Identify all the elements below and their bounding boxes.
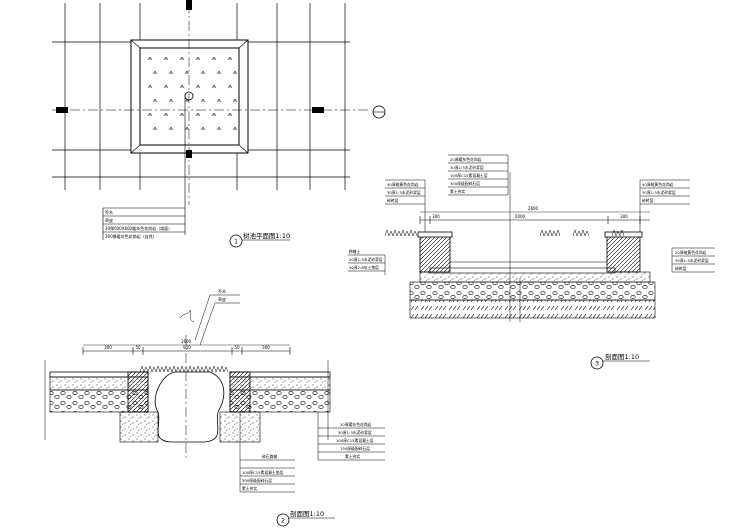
grass-tuft (200, 70, 206, 75)
plan-callout-3: 30厚600X600暖灰色花岗岩（烧面） (105, 225, 172, 231)
s3-side-right-1: 20厚暗黄色花岗岩 (675, 250, 707, 255)
grass-tuft (211, 112, 217, 117)
s3-title: 剖面图1:10 (605, 352, 639, 361)
plan-callout-1: 乔木 (105, 209, 113, 215)
s2-left-callout-4: 素土夯实 (242, 486, 257, 491)
s2-right-callout-2: 30厚1:3水泥砂浆层 (338, 430, 372, 435)
plan-callout-4: 300厚暖灰色花岗岩（自然） (105, 233, 157, 239)
grass-tuft (163, 56, 169, 61)
grass-tuft (227, 112, 233, 117)
s2-dim-2: 50 (135, 345, 141, 350)
s2-left-callout-2: 100厚C15素混凝土垫层 (242, 470, 284, 475)
grass-tuft (163, 84, 169, 89)
section-3: 2600 300 2000 300 20厚暖灰色花岗岩 30厚1:3水泥砂浆层 (348, 154, 715, 370)
section-2: 1600 300 50 950 50 300 乔木 草皮 (44, 288, 385, 527)
grass-tuft (152, 70, 158, 75)
s3-top-callout-1: 20厚暖灰色花岗岩 (450, 157, 482, 162)
s3-number: 3 (595, 361, 599, 368)
root-ball (154, 371, 225, 443)
grass-tuft (200, 98, 206, 103)
grass-tuft (152, 126, 158, 131)
s2-dim-5: 300 (262, 345, 270, 350)
s2-top-callout-1: 乔木 (218, 288, 226, 294)
s3-side-left-1: 种植土 (349, 249, 361, 254)
grass-tuft (232, 98, 238, 103)
s3-dim-3: 300 (620, 214, 628, 219)
grass-tuft (168, 126, 174, 131)
grass-tuft (195, 112, 201, 117)
grass-tuft (152, 98, 158, 103)
s3-top-callout-4: 300厚级配碎石层 (450, 181, 480, 186)
s2-dim-3: 950 (183, 345, 191, 350)
plan-callout-2: 草皮 (105, 217, 113, 223)
grass-tuft (168, 98, 174, 103)
s2-number-circle (276, 513, 290, 527)
grass-tuft (227, 84, 233, 89)
grass-tuft (195, 56, 201, 61)
s3-dim-total: 2600 (528, 206, 539, 211)
grass-tuft (179, 112, 185, 117)
grass-tuft (147, 56, 153, 61)
s3-top-callout-3: 100厚C15素混凝土层 (450, 173, 488, 178)
s3-left-callout-2: 30厚1:3水泥砂浆层 (387, 190, 421, 195)
s3-left-callout-3: 碎砖层 (387, 198, 399, 203)
s3-number-circle (590, 356, 604, 370)
grass-tuft (184, 70, 190, 75)
s2-right-callout-4: 150厚级配碎石层 (340, 446, 370, 451)
grass-tuft (168, 70, 174, 75)
s2-right-callout-5: 素土夯实 (345, 454, 360, 459)
grass-tuft (216, 70, 222, 75)
grass-tuft (195, 84, 201, 89)
plan-view: 乔木 草皮 30厚600X600暖灰色花岗岩（烧面） 300厚暖灰色花岗岩（自然… (52, 0, 386, 248)
grass-tuft (211, 84, 217, 89)
s2-dim-1: 300 (104, 345, 112, 350)
s2-dim-4: 50 (234, 345, 240, 350)
s3-top-callout-2: 30厚1:3水泥砂浆层 (450, 165, 484, 170)
s2-right-callout-3: 100厚C15素混凝土层 (336, 438, 374, 443)
grass-tuft (147, 112, 153, 117)
s3-right-callout-3: 碎砖层 (642, 198, 654, 203)
grass-tuft (147, 84, 153, 89)
grass-tuft (200, 126, 206, 131)
s2-left-callout-3: 300厚级配碎石层 (242, 478, 272, 483)
s3-side-left-2: 20厚1:3水泥砂浆层 (349, 257, 383, 262)
grass-marks (147, 56, 238, 131)
s2-title: 剖面图1:10 (290, 509, 324, 518)
s3-side-left-3: 30厚2:8灰土垫层 (349, 265, 379, 270)
grass-tuft (179, 56, 185, 61)
plan-title: 树池平面图1:10 (243, 231, 290, 240)
grass-tuft (216, 98, 222, 103)
s2-top-callout-2: 草皮 (218, 296, 226, 302)
plan-number: 1 (234, 239, 238, 246)
grass-tuft (232, 70, 238, 75)
s3-side-right-3: 碎砖层 (675, 266, 687, 271)
s3-side-right-2: 30厚1:3水泥砂浆层 (675, 258, 709, 263)
grass-tuft (211, 56, 217, 61)
s3-right-callout-2: 30厚1:3水泥砂浆层 (642, 190, 676, 195)
grass-tuft (184, 126, 190, 131)
s2-number: 2 (281, 518, 285, 525)
grass-tuft (232, 126, 238, 131)
grass-tuft (179, 84, 185, 89)
s3-dim-2: 2000 (515, 214, 526, 219)
grass-tuft (163, 112, 169, 117)
s3-left-callout-1: 40厚暗黄色花岗岩 (387, 182, 419, 187)
s3-right-callout-1: 40厚暗黄色花岗岩 (642, 182, 674, 187)
s3-top-callout-5: 素土夯实 (450, 189, 465, 194)
s3-dim-1: 300 (432, 214, 440, 219)
grass-tuft (227, 56, 233, 61)
s2-left-callout-1: 碎石路基 (262, 454, 277, 459)
grass-tuft (216, 126, 222, 131)
plan-number-circle (229, 234, 243, 248)
s2-right-callout-1: 20厚暖灰色花岗岩 (340, 422, 372, 427)
